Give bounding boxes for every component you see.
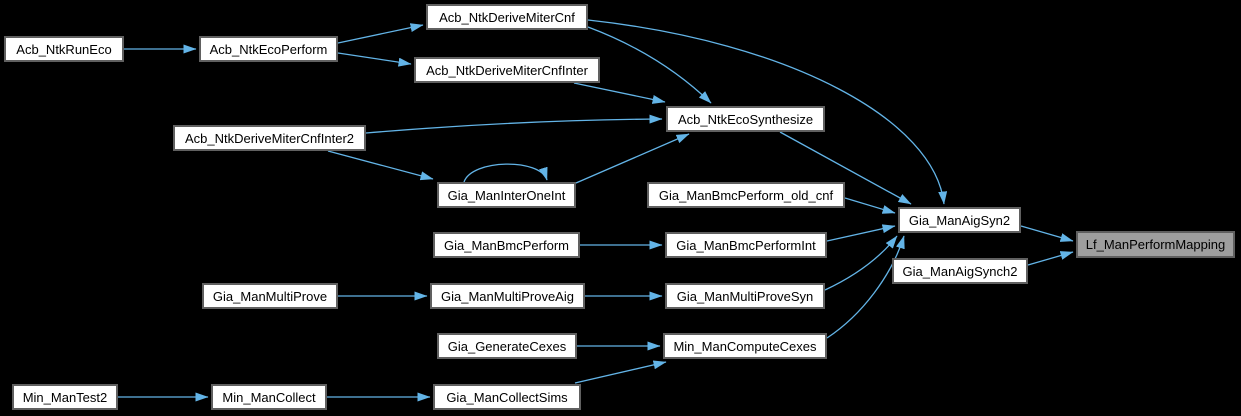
graph-node[interactable]: Acb_NtkDeriveMiterCnf	[426, 4, 588, 30]
graph-node[interactable]: Acb_NtkDeriveMiterCnfInter2	[173, 125, 366, 151]
graph-node[interactable]: Min_ManCollect	[211, 384, 327, 410]
edge-Gia_ManMultiProveSyn-to-Gia_ManAigSyn2	[824, 235, 898, 291]
edge-Gia_ManBmcPerformInt-to-Gia_ManAigSyn2	[826, 224, 896, 242]
graph-node[interactable]: Min_ManTest2	[12, 384, 118, 410]
edge-Min_ManComputeCexes-to-Gia_ManAigSyn2	[826, 235, 905, 339]
graph-node[interactable]: Gia_ManMultiProveAig	[430, 283, 585, 309]
graph-node[interactable]: Gia_GenerateCexes	[437, 333, 577, 359]
edge-Gia_ManAigSyn2-to-Lf_ManPerformMapping	[1020, 225, 1074, 242]
graph-node[interactable]: Acb_NtkRunEco	[4, 36, 124, 62]
graph-node[interactable]: Gia_ManMultiProve	[202, 283, 338, 309]
edge-Acb_NtkDeriveMiterCnfInter2-to-Acb_NtkEcoSynthesize	[365, 114, 663, 134]
edge-Acb_NtkEcoPerform-to-Acb_NtkDeriveMiterCnf	[337, 23, 424, 44]
graph-node[interactable]: Gia_ManCollectSims	[433, 384, 581, 410]
edge-Gia_ManBmcPerform_old_cnf-to-Gia_ManAigSyn2	[844, 197, 896, 214]
graph-node[interactable]: Min_ManComputeCexes	[663, 333, 827, 359]
graph-node[interactable]: Acb_NtkDeriveMiterCnfInter	[414, 57, 600, 83]
graph-node[interactable]: Gia_ManBmcPerformInt	[665, 232, 827, 258]
graph-node[interactable]: Gia_ManInterOneInt	[437, 182, 576, 208]
graph-node[interactable]: Gia_ManAigSyn2	[898, 207, 1021, 233]
edge-Acb_NtkDeriveMiterCnfInter-to-Acb_NtkEcoSynthesize	[573, 82, 666, 104]
graph-node[interactable]: Gia_ManMultiProveSyn	[665, 283, 825, 309]
edge-Gia_ManInterOneInt-to-Acb_NtkEcoSynthesize	[575, 133, 690, 184]
edge-Gia_ManAigSynch2-to-Lf_ManPerformMapping	[1027, 251, 1074, 266]
edge-Acb_NtkDeriveMiterCnf-to-Acb_NtkEcoSynthesize	[587, 26, 712, 104]
graph-node[interactable]: Gia_ManBmcPerform	[433, 232, 580, 258]
graph-node[interactable]: Acb_NtkEcoSynthesize	[666, 106, 825, 132]
edge-Gia_ManInterOneInt-to-Gia_ManInterOneInt	[463, 163, 548, 183]
edge-Gia_ManCollectSims-to-Min_ManComputeCexes	[574, 360, 667, 384]
edge-Acb_NtkDeriveMiterCnf-to-Gia_ManAigSyn2	[587, 19, 948, 205]
edge-Acb_NtkDeriveMiterCnfInter2-to-Gia_ManInterOneInt	[327, 150, 434, 181]
edge-group	[118, 19, 1074, 402]
edge-Acb_NtkEcoSynthesize-to-Gia_ManAigSyn2	[779, 131, 912, 205]
graph-node-current: Lf_ManPerformMapping	[1076, 231, 1235, 258]
graph-node[interactable]: Gia_ManAigSynch2	[892, 258, 1028, 284]
graph-node[interactable]: Gia_ManBmcPerform_old_cnf	[647, 182, 845, 208]
graph-node[interactable]: Acb_NtkEcoPerform	[199, 36, 338, 62]
edge-Acb_NtkEcoPerform-to-Acb_NtkDeriveMiterCnfInter	[337, 52, 412, 67]
